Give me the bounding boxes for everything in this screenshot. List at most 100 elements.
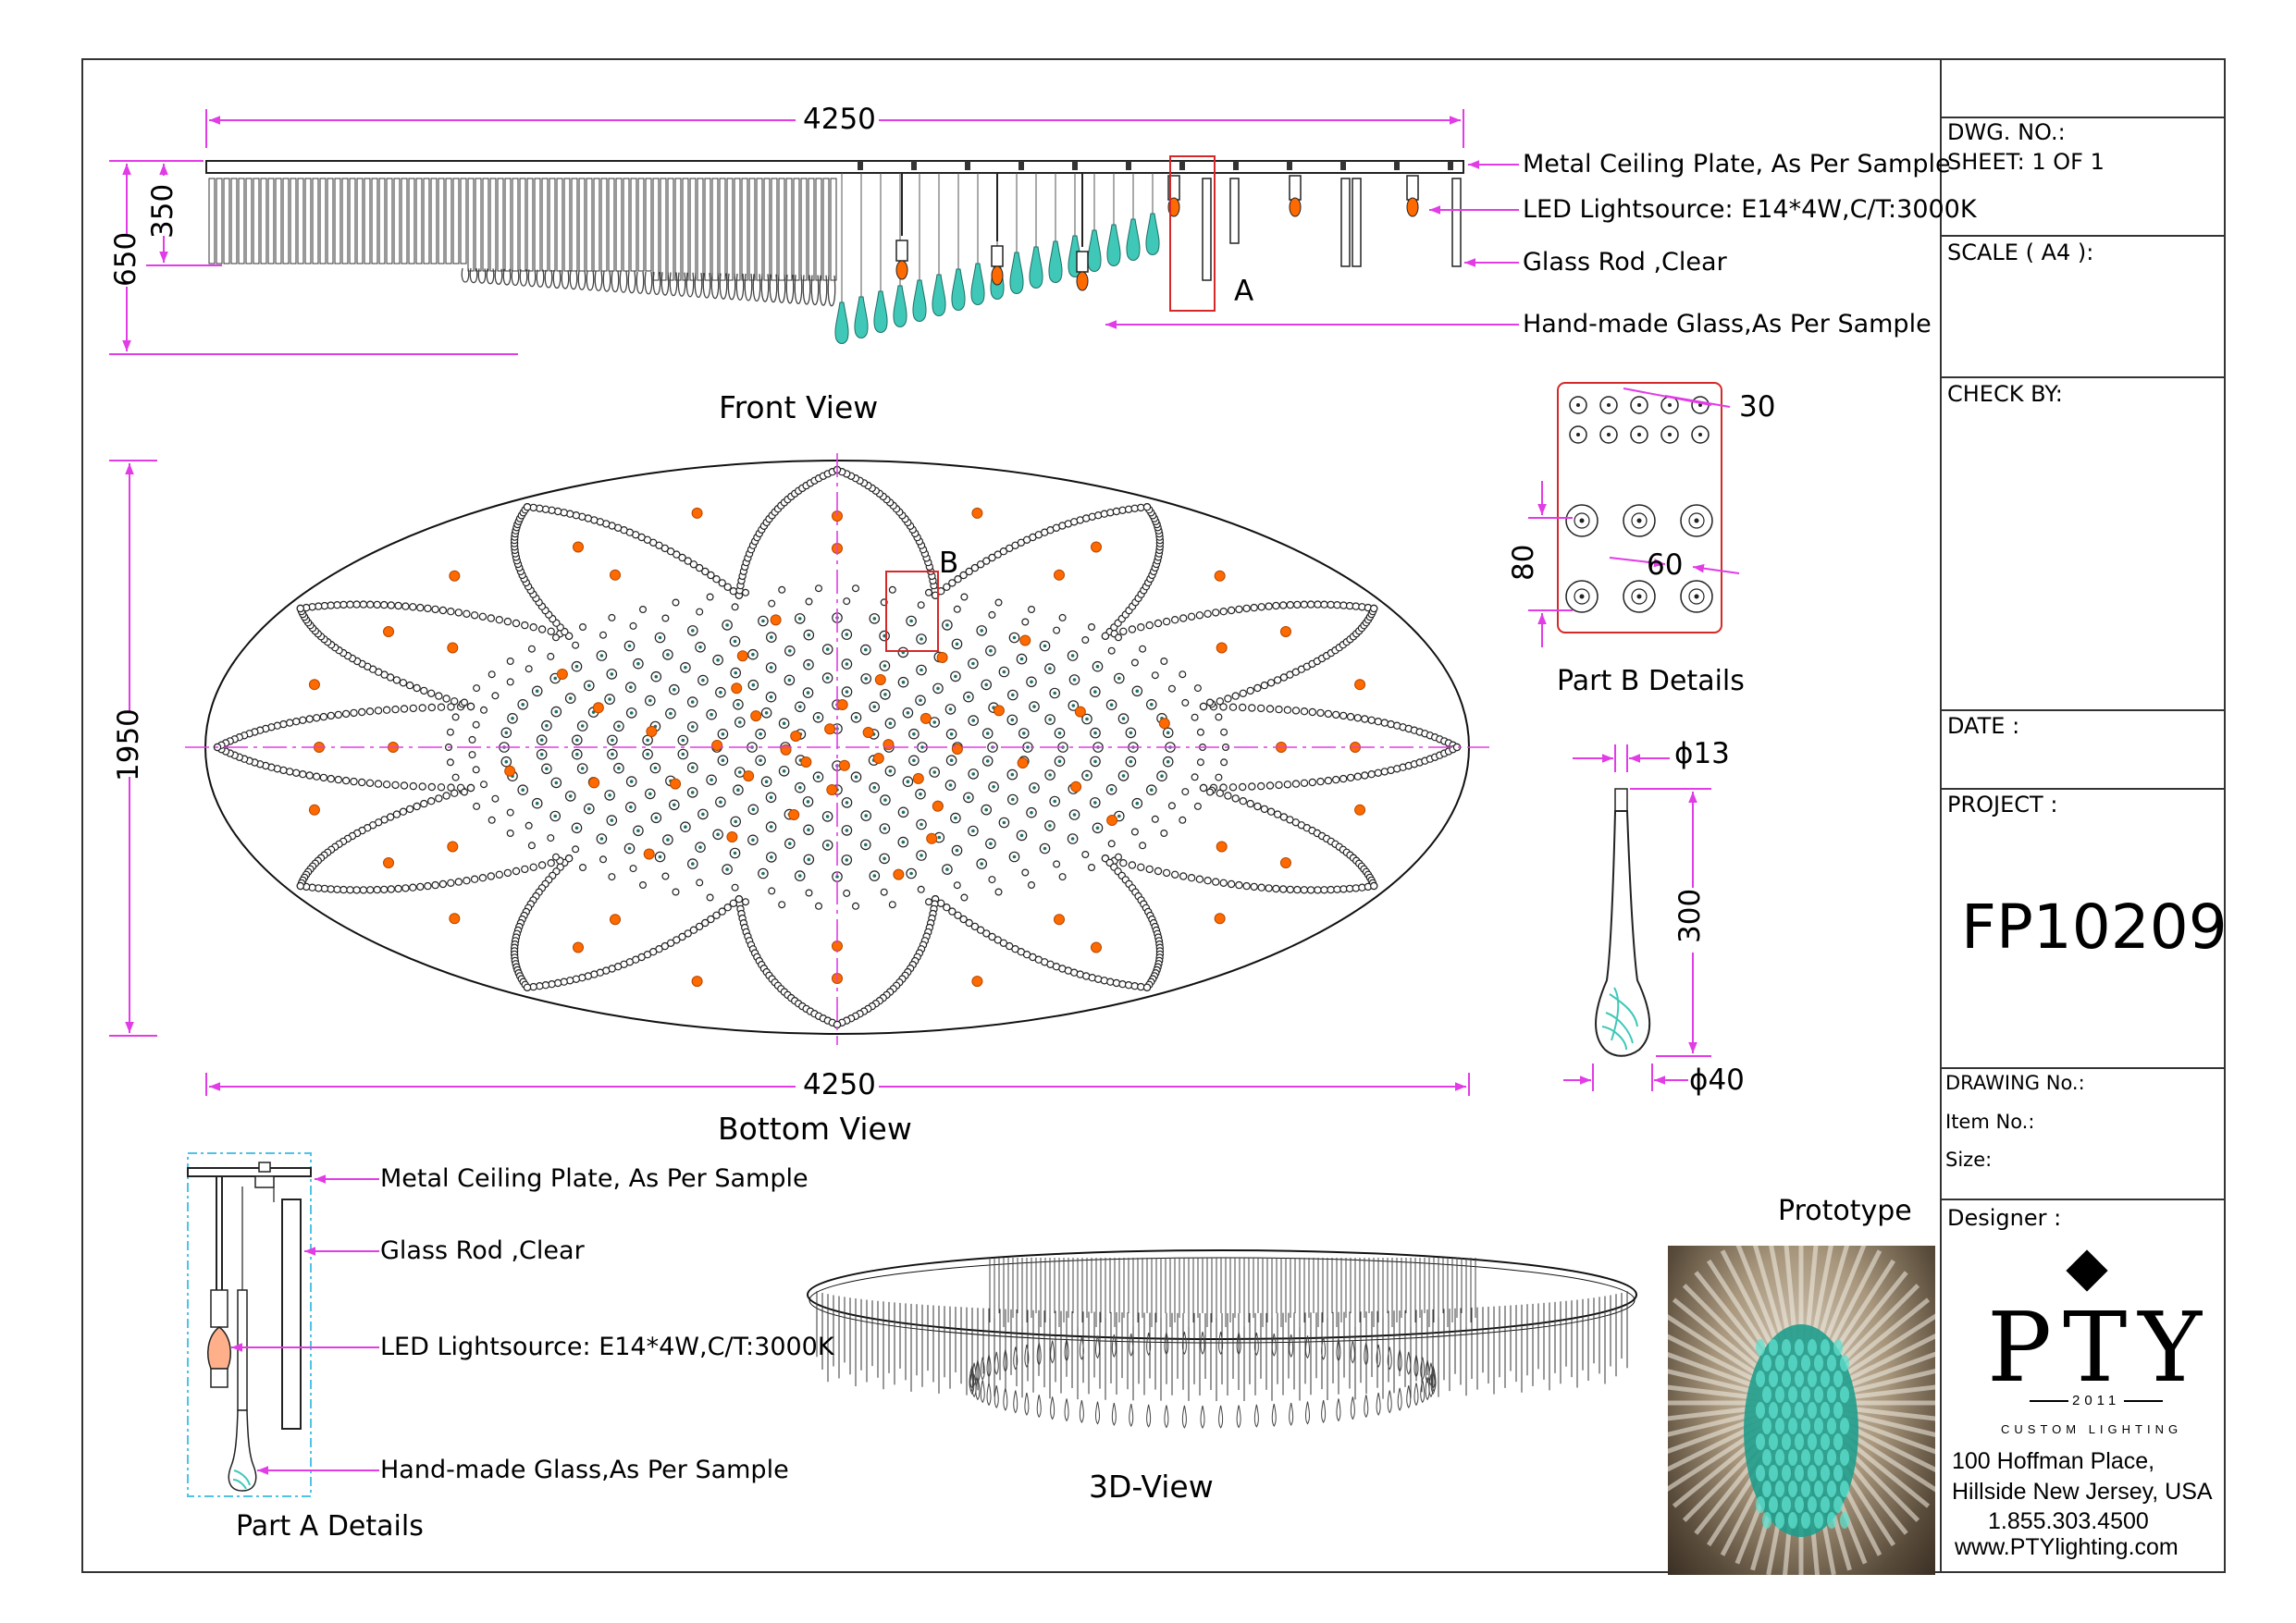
- prototype-teal-crystal: [1795, 1465, 1804, 1482]
- ring-bead-core: [545, 767, 549, 771]
- ring-bead: [1058, 613, 1067, 621]
- petal-bead: [1291, 780, 1301, 788]
- ring-bead: [661, 872, 670, 880]
- company-phone: 1.855.303.4500: [1988, 1508, 2149, 1534]
- petal-bead: [1353, 772, 1363, 781]
- petal-bead: [548, 506, 556, 515]
- ring-bead: [479, 706, 488, 714]
- petal-bead: [1228, 783, 1238, 792]
- ring-bead: [551, 853, 560, 861]
- petal-bead: [296, 604, 304, 613]
- petal-bead: [1346, 712, 1355, 721]
- ring-bead-core: [611, 738, 614, 743]
- ring-led: [932, 800, 944, 812]
- ring-bead-core: [1095, 826, 1100, 830]
- ring-bead-core: [984, 682, 988, 687]
- front-rod: [1352, 178, 1362, 267]
- ring-led: [920, 712, 932, 724]
- part-b-small-bead-core: [1668, 433, 1672, 436]
- ring-bead-core: [806, 800, 810, 804]
- front-rod: [1340, 178, 1351, 267]
- front-loop: [785, 274, 795, 304]
- petal-bead: [305, 715, 314, 723]
- petal-led: [1054, 914, 1065, 926]
- prototype-teal-crystal: [1808, 1402, 1817, 1419]
- ring-led: [893, 868, 905, 880]
- 3d-drop: [1321, 1400, 1327, 1424]
- front-rod: [541, 178, 549, 272]
- petal-bead: [431, 880, 439, 890]
- front-glass-drop: [854, 296, 869, 338]
- 3d-drop: [1024, 1344, 1030, 1368]
- petal-bead: [1142, 983, 1152, 992]
- petal-led: [1216, 841, 1228, 853]
- prototype-teal-drops: [1756, 1339, 1849, 1529]
- ring-bead-core: [751, 838, 755, 842]
- ring-bead-core: [568, 696, 573, 700]
- prototype-teal-crystal: [1833, 1339, 1843, 1356]
- part-b-beads: [1565, 396, 1713, 613]
- ring-bead-core: [721, 758, 725, 762]
- front-rod: [334, 178, 341, 264]
- ring-bead: [1191, 713, 1199, 721]
- ring-bead: [547, 834, 555, 842]
- prototype-teal-crystal: [1833, 1402, 1843, 1419]
- ring-bead: [551, 633, 560, 642]
- petal-bead: [401, 602, 410, 610]
- petal-bead: [427, 689, 436, 698]
- front-rod: [423, 178, 430, 264]
- 3d-drop: [986, 1354, 992, 1378]
- ring-bead-core: [539, 753, 544, 756]
- prototype-teal-crystal: [1775, 1512, 1784, 1529]
- petal-bead: [723, 583, 732, 592]
- front-rod: [304, 178, 312, 264]
- ring-led: [643, 848, 655, 860]
- petal-bead: [1265, 602, 1273, 610]
- petal-led: [971, 976, 983, 988]
- front-hanger: [1179, 161, 1185, 170]
- petal-bead: [341, 709, 351, 719]
- prototype-teal-crystal: [1801, 1512, 1810, 1529]
- ring-bead: [880, 888, 888, 896]
- ring-bead: [472, 720, 480, 729]
- petal-bead: [1306, 600, 1315, 609]
- ring-bead: [1205, 698, 1214, 707]
- ring-bead-core: [888, 769, 893, 773]
- petal-bead: [420, 799, 428, 808]
- ring-bead-core: [782, 769, 786, 773]
- petal-bead: [1231, 794, 1240, 803]
- front-led-bulb: [1289, 197, 1302, 217]
- part-a-title: Part A Details: [236, 1510, 424, 1543]
- ring-bead-core: [1135, 801, 1140, 805]
- petal-bead: [1333, 885, 1341, 894]
- petal-bead: [333, 885, 341, 894]
- ring-bead-core: [1043, 644, 1047, 648]
- ring-bead: [1160, 657, 1168, 665]
- 3d-drop: [1095, 1401, 1100, 1425]
- ring-bead-core: [1117, 814, 1121, 818]
- petal-bead: [1199, 783, 1208, 793]
- ring-bead-core: [901, 810, 906, 815]
- petal-led: [449, 913, 461, 925]
- ring-bead-core: [845, 690, 849, 694]
- petal-led: [1091, 941, 1102, 953]
- front-rod: [504, 178, 512, 272]
- prototype-teal-crystal: [1827, 1512, 1836, 1529]
- front-rod: [549, 178, 556, 272]
- ring-bead-core: [1048, 667, 1052, 670]
- petal-bead: [718, 907, 726, 916]
- 3d-drop: [1271, 1333, 1277, 1357]
- prototype-teal-crystal: [1762, 1386, 1771, 1403]
- petal-bead: [523, 983, 532, 992]
- petal-bead: [712, 575, 721, 584]
- petal-bead: [1369, 604, 1378, 613]
- petal-bead: [1219, 879, 1228, 888]
- petal-bead: [447, 703, 455, 711]
- petal-bead: [537, 625, 547, 633]
- petal-bead: [1211, 878, 1220, 886]
- part-b-dim-60: 60: [1647, 548, 1684, 582]
- front-rod: [415, 178, 423, 264]
- petal-bead: [394, 884, 402, 893]
- front-glass-loops: [461, 267, 836, 307]
- petal-bead: [1273, 810, 1282, 818]
